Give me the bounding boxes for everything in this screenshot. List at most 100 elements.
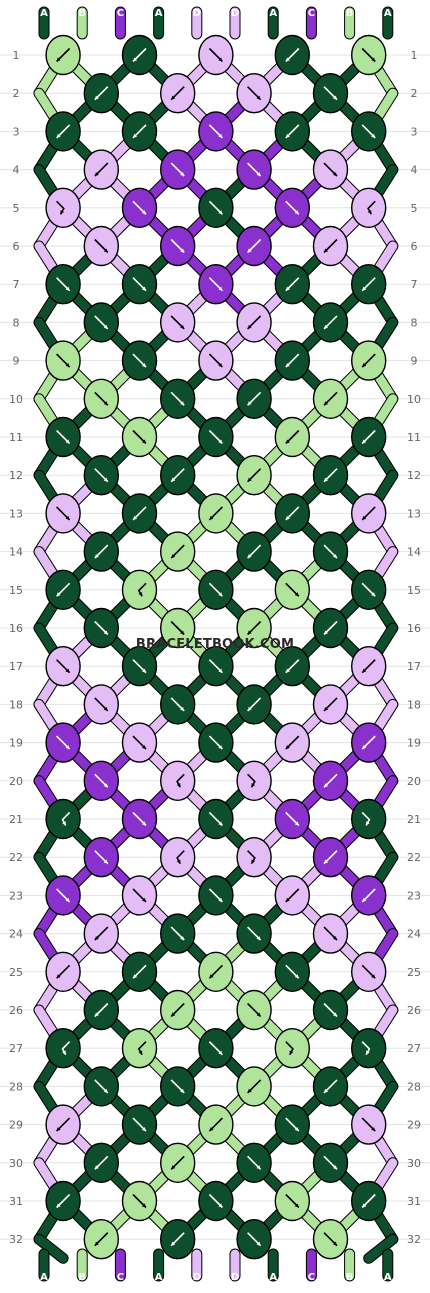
knot[interactable] [83, 913, 120, 954]
knot[interactable] [312, 1142, 349, 1184]
knot[interactable] [159, 1142, 196, 1184]
knot[interactable] [274, 1104, 310, 1145]
knot[interactable] [312, 149, 349, 190]
knot[interactable] [198, 569, 234, 610]
knot[interactable] [351, 798, 387, 840]
knot[interactable] [236, 302, 272, 343]
knot[interactable] [198, 493, 234, 534]
knot[interactable] [274, 646, 310, 687]
knot[interactable] [159, 302, 196, 343]
knot[interactable] [312, 684, 349, 725]
knot[interactable] [351, 187, 387, 229]
knot[interactable] [159, 225, 196, 267]
knot[interactable] [274, 1027, 310, 1069]
knot[interactable] [274, 875, 310, 916]
knot[interactable] [236, 1066, 272, 1107]
knot[interactable] [45, 875, 81, 916]
knot[interactable] [274, 111, 310, 152]
knot[interactable] [198, 34, 234, 76]
knot[interactable] [198, 1027, 234, 1069]
knot[interactable] [83, 1066, 120, 1107]
knot[interactable] [351, 264, 387, 305]
knot[interactable] [351, 951, 387, 992]
knot[interactable] [83, 1142, 120, 1184]
knot[interactable] [236, 1218, 272, 1260]
knot[interactable] [159, 913, 196, 954]
knot[interactable] [121, 1180, 158, 1222]
knot[interactable] [45, 722, 81, 763]
knot[interactable] [159, 1218, 196, 1260]
knot[interactable] [198, 951, 234, 992]
knot[interactable] [83, 302, 120, 343]
knot[interactable] [236, 455, 272, 496]
knot[interactable] [198, 1104, 234, 1145]
knot[interactable] [312, 302, 349, 343]
knot[interactable] [83, 72, 120, 114]
knot[interactable] [198, 264, 234, 305]
knot[interactable] [236, 607, 272, 649]
knot[interactable] [236, 913, 272, 954]
knot[interactable] [351, 722, 387, 763]
knot[interactable] [198, 722, 234, 763]
knot[interactable] [83, 455, 120, 496]
knot[interactable] [159, 72, 196, 114]
knot[interactable] [198, 798, 234, 840]
knot[interactable] [159, 1066, 196, 1107]
knot[interactable] [198, 1180, 234, 1222]
knot[interactable] [351, 875, 387, 916]
knot[interactable] [198, 340, 234, 381]
knot[interactable] [274, 340, 310, 381]
knot[interactable] [198, 187, 234, 229]
knot[interactable] [351, 569, 387, 610]
knot[interactable] [83, 760, 120, 801]
knot[interactable] [312, 72, 349, 114]
knot[interactable] [312, 1066, 349, 1107]
knot[interactable] [159, 455, 196, 496]
knot[interactable] [351, 34, 387, 76]
knot[interactable] [351, 493, 387, 534]
knot[interactable] [45, 34, 81, 76]
knot[interactable] [351, 111, 387, 152]
knot[interactable] [83, 989, 120, 1031]
knot[interactable] [83, 837, 120, 878]
knot[interactable] [159, 149, 196, 190]
knot[interactable] [198, 416, 234, 458]
knot[interactable] [351, 646, 387, 687]
knot[interactable] [274, 187, 310, 229]
knot[interactable] [121, 569, 158, 610]
knot[interactable] [121, 875, 158, 916]
knot[interactable] [236, 989, 272, 1031]
knot[interactable] [312, 378, 349, 419]
knot[interactable] [351, 1104, 387, 1145]
knot[interactable] [83, 531, 120, 572]
knot[interactable] [121, 722, 158, 763]
knot[interactable] [236, 378, 272, 419]
knot[interactable] [312, 455, 349, 496]
knot[interactable] [45, 951, 81, 992]
knot[interactable] [83, 607, 120, 649]
knot[interactable] [45, 187, 81, 229]
knot[interactable] [121, 798, 158, 840]
knot[interactable] [121, 646, 158, 687]
knot[interactable] [312, 607, 349, 649]
knot[interactable] [351, 340, 387, 381]
knot[interactable] [274, 416, 310, 458]
knot[interactable] [274, 951, 310, 992]
knot[interactable] [351, 1027, 387, 1069]
knot[interactable] [159, 531, 196, 572]
knot[interactable] [236, 837, 272, 878]
knot[interactable] [45, 798, 81, 840]
knot[interactable] [274, 493, 310, 534]
knot[interactable] [274, 1180, 310, 1222]
knot[interactable] [83, 684, 120, 725]
knot[interactable] [121, 493, 158, 534]
knot[interactable] [121, 111, 158, 152]
knot[interactable] [121, 951, 158, 992]
knot[interactable] [159, 837, 196, 878]
knot[interactable] [83, 225, 120, 267]
knot[interactable] [312, 760, 349, 801]
knot[interactable] [351, 416, 387, 458]
knot[interactable] [45, 111, 81, 152]
knot[interactable] [236, 760, 272, 801]
knot[interactable] [236, 225, 272, 267]
